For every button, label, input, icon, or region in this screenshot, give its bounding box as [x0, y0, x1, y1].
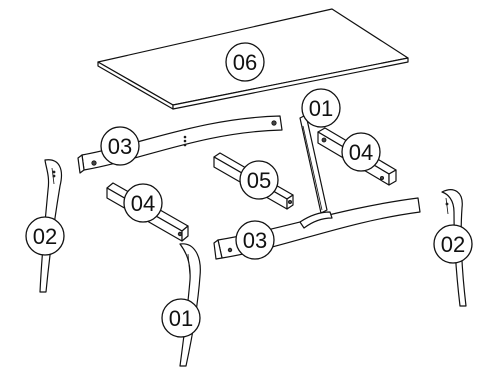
label-02-right-text: 02 — [441, 232, 465, 257]
label-01-front-text: 01 — [169, 306, 193, 331]
label-bubble-05: 05 — [239, 160, 279, 200]
label-bubble-02-left: 02 — [25, 216, 65, 256]
label-05-text: 05 — [247, 168, 271, 193]
label-02-left-text: 02 — [33, 224, 57, 249]
label-bubble-03-back: 03 — [100, 126, 140, 166]
label-01-back-text: 01 — [309, 96, 333, 121]
label-bubble-02-right: 02 — [433, 224, 473, 264]
label-bubble-01-back: 01 — [301, 88, 341, 128]
label-bubble-03-front: 03 — [235, 220, 275, 260]
label-03-front-text: 03 — [243, 228, 267, 253]
label-04-right-text: 04 — [349, 140, 373, 165]
label-bubble-04-left: 04 — [123, 183, 163, 223]
part-02-right-leg — [441, 189, 467, 307]
label-06-text: 06 — [233, 50, 257, 75]
label-bubble-06: 06 — [225, 42, 265, 82]
label-04-left-text: 04 — [131, 191, 155, 216]
label-03-back-text: 03 — [108, 134, 132, 159]
label-bubble-04-right: 04 — [341, 132, 381, 172]
label-bubble-01-front: 01 — [161, 298, 201, 338]
